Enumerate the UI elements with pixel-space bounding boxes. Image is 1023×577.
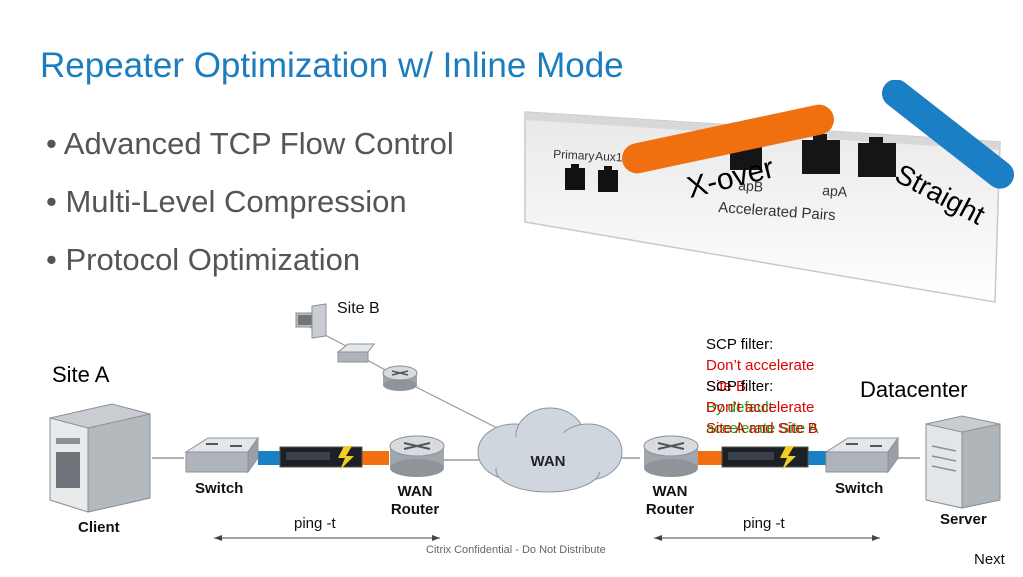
switch-left-label: Switch	[195, 480, 244, 497]
port-apa-2	[858, 137, 896, 177]
scp-filter-1: SCP filter: Don’t accelerate Site B By d…	[706, 334, 819, 439]
appliance-panel-image: Primary Aux1 apB apA Accelerated Pairs X…	[524, 80, 1015, 303]
footer-confidential: Citrix Confidential - Do Not Distribute	[426, 544, 606, 556]
blue-cable-left	[258, 451, 280, 465]
scp-filter-2: SCP filter: Don’t accelerate Site A and …	[706, 376, 818, 439]
port-aux1	[598, 166, 618, 192]
server-icon	[925, 415, 1001, 509]
wan-label: WAN	[531, 453, 566, 470]
next-link[interactable]: Next	[974, 551, 1005, 568]
bullet-2: • Multi-Level Compression	[46, 184, 407, 219]
site-b-computer-icon	[295, 303, 327, 339]
switch-left-icon	[184, 436, 259, 474]
ping-left-label: ping -t	[294, 515, 336, 532]
site-b-router-icon	[382, 365, 418, 391]
repeater-appliance-left-icon	[279, 446, 363, 470]
switch-right-icon	[824, 436, 899, 474]
scp-filter-1-label: SCP filter:	[706, 336, 774, 353]
port-apa-1	[802, 134, 840, 174]
page-title: Repeater Optimization w/ Inline Mode	[40, 46, 624, 85]
port-primary	[565, 164, 585, 190]
site-a-label: Site A	[52, 362, 110, 387]
scp-filter-2-red: Don’t accelerate Site A and Site B	[706, 399, 818, 437]
server-label: Server	[940, 511, 987, 528]
client-computer-icon	[49, 403, 151, 513]
bullet-3: • Protocol Optimization	[46, 242, 361, 277]
label-apb: apB	[738, 177, 764, 195]
bullet-2-text: Multi-Level Compression	[65, 184, 407, 219]
label-primary: Primary	[553, 147, 595, 163]
site-b-label: Site B	[337, 300, 380, 317]
scp-filter-2-label: SCP filter:	[706, 378, 774, 395]
ping-right-label: ping -t	[743, 515, 785, 532]
orange-cable-left	[361, 451, 389, 465]
switch-right-label: Switch	[835, 480, 884, 497]
bullet-1: • Advanced TCP Flow Control	[46, 126, 454, 161]
repeater-appliance-right-icon	[721, 446, 809, 470]
wan-cloud-icon	[477, 407, 623, 493]
router-right-icon	[643, 435, 699, 477]
client-label: Client	[78, 519, 120, 536]
site-b-switch-icon	[336, 343, 375, 363]
datacenter-label: Datacenter	[860, 377, 968, 402]
bullet-1-text: Advanced TCP Flow Control	[63, 126, 454, 161]
scp-filter-1-red: Don’t accelerate Site B	[706, 357, 815, 395]
scp-filter-1-green: By default accelerate Site A	[706, 399, 819, 437]
label-apa: apA	[822, 182, 849, 200]
ping-arrow-left	[214, 535, 440, 541]
bullet-3-text: Protocol Optimization	[65, 242, 361, 277]
straight-cable	[881, 80, 1015, 189]
blue-cable-right	[808, 451, 828, 465]
network-diagram: WAN	[49, 303, 1001, 541]
router-right-label: WAN Router	[645, 483, 695, 518]
router-left-label: WAN Router	[390, 483, 440, 518]
orange-cable-right	[697, 451, 723, 465]
router-left-icon	[389, 435, 445, 477]
label-aux1: Aux1	[595, 149, 623, 164]
ping-arrow-right	[654, 535, 880, 541]
xover-cable	[622, 104, 834, 174]
